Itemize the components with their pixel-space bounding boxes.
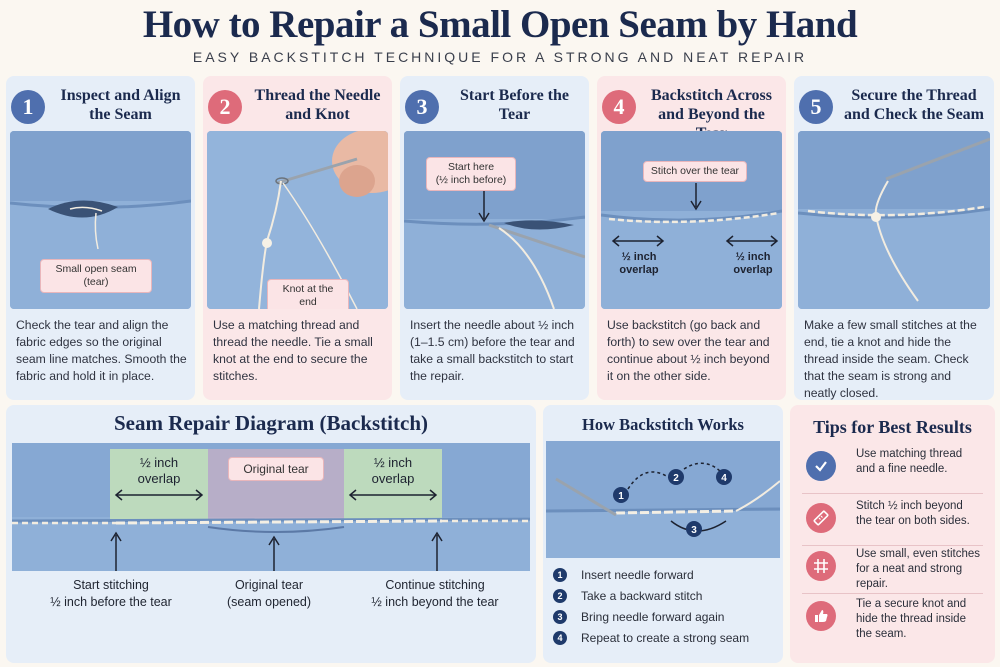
divider: [802, 545, 983, 546]
step-title: Inspect and Align the Seam: [60, 87, 181, 123]
page-title: How to Repair a Small Open Seam by Hand: [142, 3, 858, 46]
diagram-overlap-right-label: ½ inch overlap: [371, 455, 415, 486]
step-photo-secure-thread: [798, 131, 990, 309]
tip-item: Stitch ½ inch beyond the tear on both si…: [796, 497, 989, 547]
step-title: Backstitch Across and Beyond the Tear: [650, 87, 773, 142]
tip-item: Tie a secure knot and hide the thread in…: [796, 595, 989, 645]
tip-text: Tie a secure knot and hide the thread in…: [856, 598, 967, 640]
svg-text:4: 4: [721, 473, 727, 484]
how-backstitch-works-panel: How Backstitch Works 1 2 3 4 1 Insert ne…: [543, 405, 783, 663]
how-steps-list: 1 Insert needle forward 2 Take a backwar…: [553, 564, 749, 648]
tips-panel: Tips for Best Results Use matching threa…: [790, 405, 995, 663]
divider: [802, 593, 983, 594]
tip-item: Use matching thread and a fine needle.: [796, 445, 989, 495]
step-card-3: 3 Start Before the Tear Start here (½ in…: [400, 76, 589, 400]
step-number-badge: 5: [799, 90, 833, 124]
step-number-badge: 3: [553, 609, 567, 624]
step-number-badge: 2: [208, 90, 242, 124]
step-description: Check the tear and align the fabric edge…: [16, 318, 187, 383]
list-item-text: Take a backward stitch: [581, 588, 703, 603]
step-card-2: 2 Thread the Needle and Knot Knot at the…: [203, 76, 392, 400]
backstitch-illustration: 1 2 3 4: [546, 441, 780, 558]
tip-item: Use small, even stitches for a neat and …: [796, 545, 989, 595]
step-description: Make a few small stitches at the end, ti…: [804, 318, 977, 400]
overlap-right-label: ½ inch overlap: [733, 251, 773, 276]
step-card-4: 4 Backstitch Across and Beyond the Tear …: [597, 76, 786, 400]
diagram-continue-stitching-label: Continue stitching ½ inch beyond the tea…: [371, 578, 499, 609]
tip-text: Use matching thread and a fine needle.: [856, 448, 963, 475]
step-photo-backstitch-across: Stitch over the tear ½ inch overlap ½ in…: [601, 131, 782, 309]
tip-text: Use small, even stitches for a neat and …: [856, 548, 980, 590]
grid-icon: [806, 551, 836, 581]
diagram-original-tear-label: Original tear: [228, 457, 324, 481]
step-photo-threading: Knot at the end: [207, 131, 388, 309]
ruler-icon: [806, 503, 836, 533]
seam-repair-diagram: Seam Repair Diagram (Backstitch) ½ inch …: [6, 405, 536, 663]
tip-text: Stitch ½ inch beyond the tear on both si…: [856, 500, 970, 527]
list-item: 1 Insert needle forward: [553, 564, 749, 585]
step-number-badge: 4: [602, 90, 636, 124]
svg-text:2: 2: [673, 473, 679, 484]
list-item: 4 Repeat to create a strong seam: [553, 627, 749, 648]
callout-stitch-over-tear: Stitch over the tear: [643, 161, 747, 182]
step-number-badge: 3: [405, 90, 439, 124]
divider: [802, 493, 983, 494]
diagram-original-tear-caption: Original tear (seam opened): [226, 578, 312, 609]
callout-small-open-seam: Small open seam (tear): [40, 259, 152, 293]
step-title: Thread the Needle and Knot: [254, 87, 381, 123]
step-photo-open-seam: Small open seam (tear): [10, 131, 191, 309]
tips-title: Tips for Best Results: [813, 417, 972, 437]
list-item-text: Bring needle forward again: [581, 609, 725, 624]
how-title: How Backstitch Works: [582, 415, 744, 434]
diagram-overlap-left-label: ½ inch overlap: [137, 455, 181, 486]
step-number-badge: 4: [553, 630, 567, 645]
step-photo-start-before-tear: Start here (½ inch before): [404, 131, 585, 309]
step-title: Secure the Thread and Check the Seam: [843, 87, 984, 123]
list-item: 2 Take a backward stitch: [553, 585, 749, 606]
callout-start-here: Start here (½ inch before): [426, 157, 516, 191]
step-number-badge: 1: [553, 567, 567, 582]
step-title: Start Before the Tear: [460, 87, 569, 123]
list-item-text: Insert needle forward: [581, 567, 694, 582]
step-card-1: 1 Inspect and Align the Seam Small open …: [6, 76, 195, 400]
page-subtitle: EASY BACKSTITCH TECHNIQUE FOR A STRONG A…: [192, 49, 808, 65]
diagram-title: Seam Repair Diagram (Backstitch): [114, 411, 428, 435]
check-icon: [806, 451, 836, 481]
list-item: 3 Bring needle forward again: [553, 606, 749, 627]
step-number-badge: 1: [11, 90, 45, 124]
svg-text:1: 1: [618, 491, 624, 502]
diagram-start-stitching-label: Start stitching ½ inch before the tear: [50, 578, 172, 609]
step-number-badge: 2: [553, 588, 567, 603]
list-item-text: Repeat to create a strong seam: [581, 630, 750, 645]
thumbs-up-icon: [806, 601, 836, 631]
diagram-fabric-illustration: ½ inch overlap Original tear ½ inch over…: [11, 443, 531, 571]
step-description: Insert the needle about ½ inch (1–1.5 cm…: [410, 318, 575, 383]
step-description: Use a matching thread and thread the nee…: [213, 318, 373, 383]
overlap-left-label: ½ inch overlap: [619, 251, 659, 276]
step-description: Use backstitch (go back and forth) to se…: [607, 318, 770, 383]
svg-text:3: 3: [691, 525, 697, 536]
step-card-5: 5 Secure the Thread and Check the Seam M…: [794, 76, 994, 400]
callout-knot-at-end: Knot at the end: [267, 279, 349, 309]
